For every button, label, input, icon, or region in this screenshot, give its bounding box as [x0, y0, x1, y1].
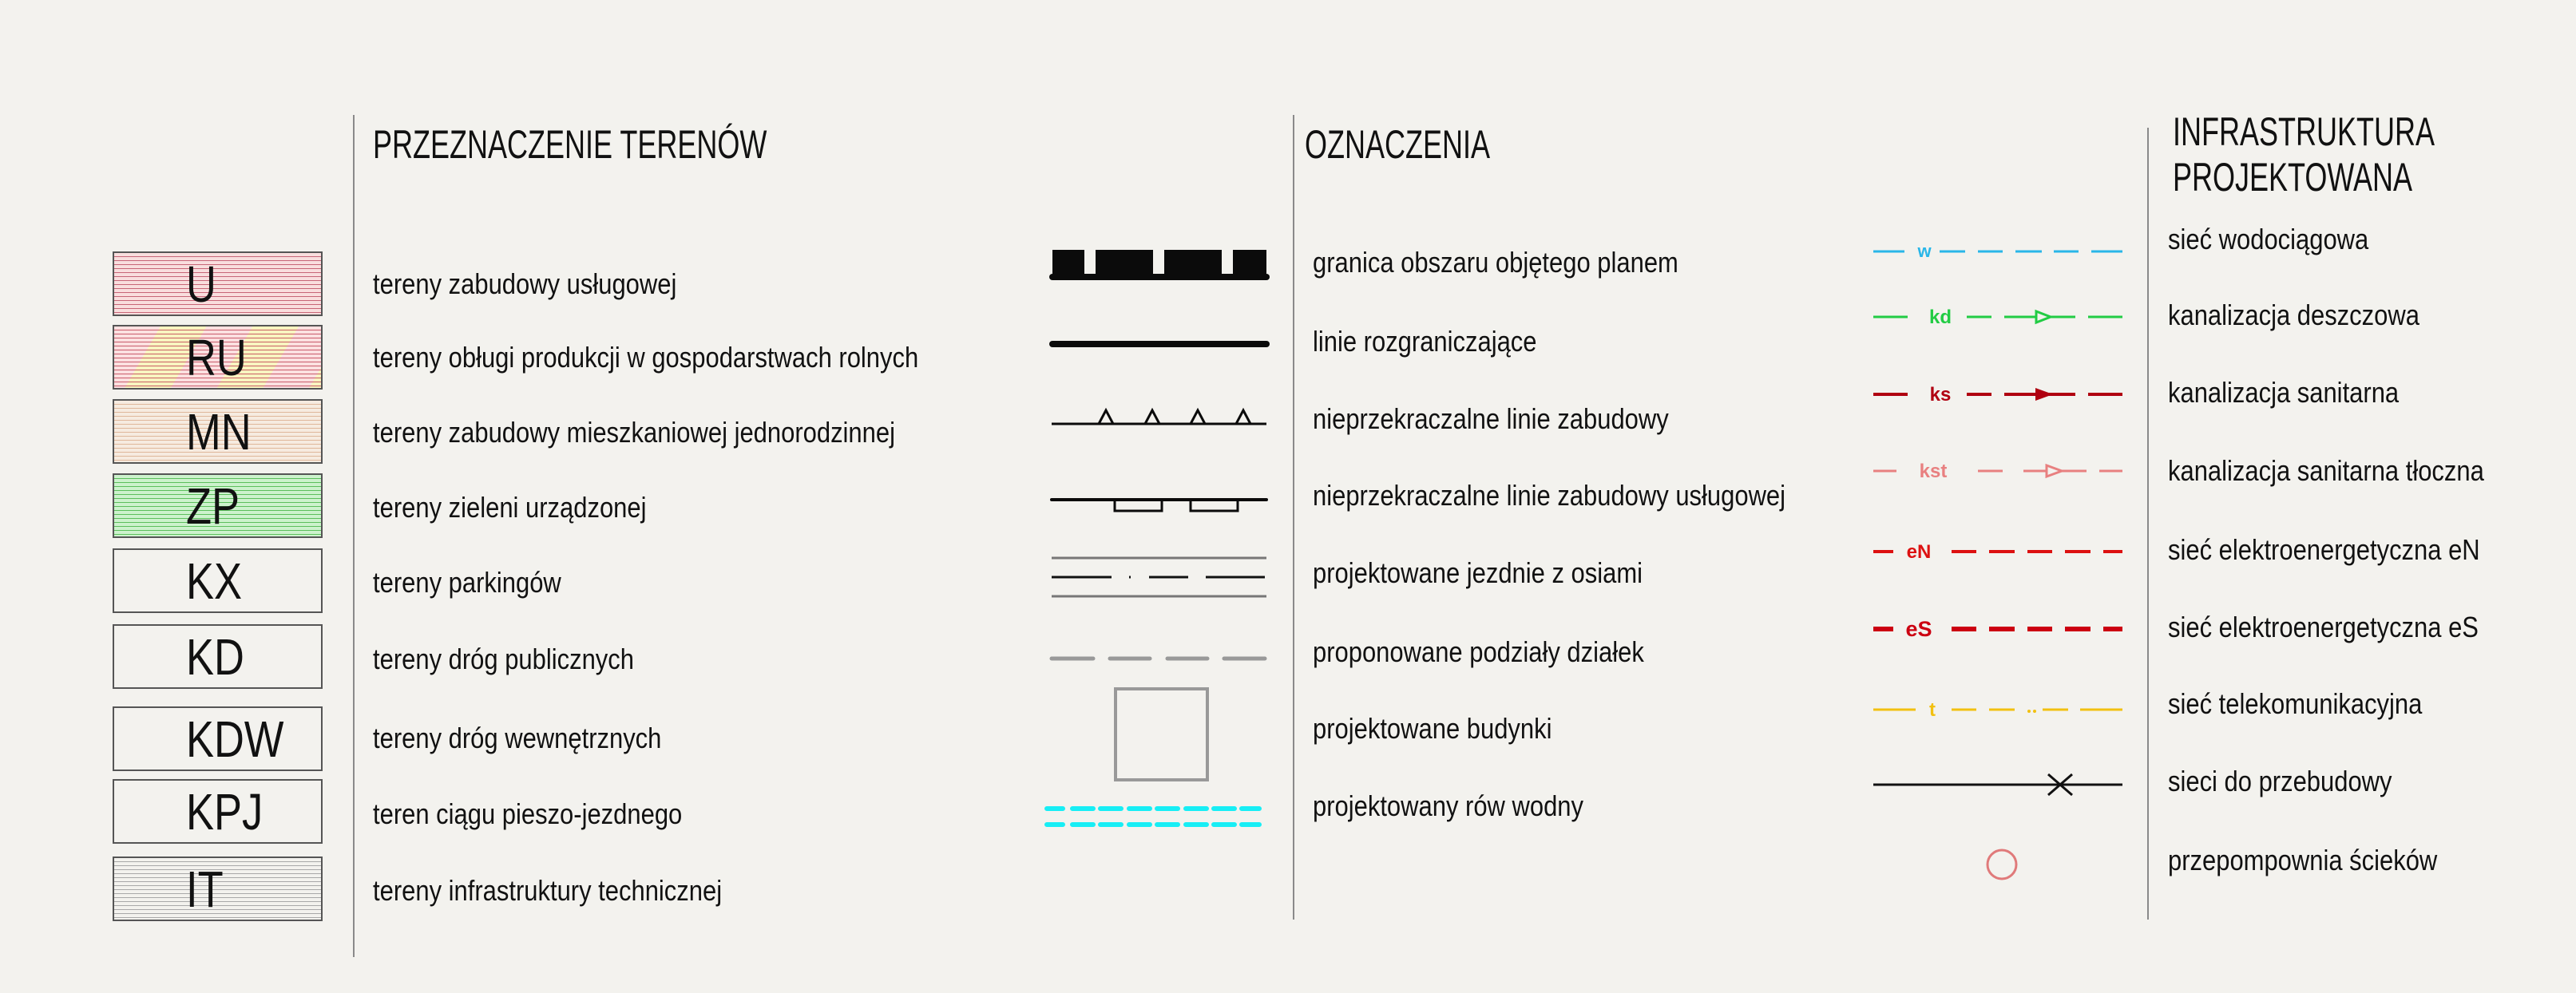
symbol-code: ks [1930, 384, 1952, 406]
markings-heading: OZNACZENIA [1305, 122, 1491, 167]
infrastructure-label: przepompownia ścieków [2168, 844, 2438, 876]
swatch-code: MN [186, 402, 252, 461]
marking-label: proponowane podziały działek [1313, 635, 1644, 668]
infrastructure-label: sieć elektroenergetyczna eN [2168, 533, 2480, 566]
plan-boundary-symbol [1049, 250, 1270, 280]
swatch-code: U [186, 255, 216, 313]
symbol-code: kst [1920, 461, 1948, 482]
service-building-line-symbol [1050, 498, 1268, 512]
swatch-code: KD [186, 627, 244, 686]
pumping-station-icon [1986, 849, 2018, 880]
marking-label: linie rozgraniczające [1313, 325, 1537, 358]
infrastructure-label: sieć telekomunikacyjna [2168, 687, 2423, 720]
land-use-label: tereny dróg wewnętrznych [373, 722, 662, 754]
marking-label: nieprzekraczalne linie zabudowy usługowe… [1313, 479, 1786, 512]
land-use-label: tereny obługi produkcji w gospodarstwach… [373, 341, 919, 374]
network-rebuild-symbol [1873, 773, 2122, 797]
infrastructure-label: sieć wodociągowa [2168, 223, 2369, 255]
divider-markings [1293, 115, 1294, 920]
infrastructure-label: kanalizacja deszczowa [2168, 299, 2419, 331]
swatch-kdw: KDW [113, 706, 323, 771]
land-use-label: tereny zabudowy mieszkaniowej jednorodzi… [373, 416, 895, 449]
infrastructure-heading-line1: INFRASTRUKTURA [2173, 109, 2435, 154]
marking-label: granica obszaru objętego planem [1313, 246, 1678, 279]
swatch-code: ZP [186, 477, 240, 535]
land-use-label: tereny zabudowy usługowej [373, 267, 677, 300]
infrastructure-label: kanalizacja sanitarna tłoczna [2168, 454, 2484, 487]
infrastructure-label: sieci do przebudowy [2168, 765, 2392, 797]
swatch-ru: RU [113, 325, 323, 390]
infrastructure-label: sieć elektroenergetyczna eS [2168, 611, 2479, 643]
swatch-u: U [113, 251, 323, 316]
roadway-with-axis-symbol [1052, 556, 1266, 598]
swatch-mn: MN [113, 399, 323, 464]
power-network-en-symbol: eN [1873, 541, 2122, 563]
sanitary-sewer-symbol: ks [1873, 384, 2122, 406]
symbol-code: w [1916, 241, 1932, 261]
land-use-label: tereny zieleni urządzonej [373, 491, 647, 524]
swatch-code: KX [186, 552, 243, 610]
water-network-symbol: w [1873, 241, 2122, 261]
symbol-code: eN [1907, 541, 1932, 563]
divider-infrastructure [2147, 128, 2149, 920]
demarcation-line-symbol [1049, 341, 1270, 347]
marking-label: projektowany rów wodny [1313, 789, 1584, 822]
swatch-kx: KX [113, 548, 323, 613]
swatch-it: IT [113, 857, 323, 921]
swatch-code: IT [186, 860, 224, 918]
swatch-zp: ZP [113, 473, 323, 538]
swatch-code: KDW [186, 710, 284, 768]
water-ditch-symbol [1044, 806, 1262, 827]
symbol-code: eS [1905, 617, 1932, 641]
plot-division-symbol [1049, 656, 1267, 661]
land-use-label: tereny dróg publicznych [373, 643, 634, 675]
swatch-code: KPJ [186, 782, 264, 841]
swatch-kpj: KPJ [113, 779, 323, 844]
marking-label: nieprzekraczalne linie zabudowy [1313, 402, 1669, 435]
symbol-code: t [1929, 699, 1936, 721]
projected-building-symbol [1114, 687, 1209, 781]
pressure-sewer-symbol: kst [1873, 461, 2122, 482]
land-use-label: tereny infrastruktury technicznej [373, 874, 723, 907]
land-use-label: tereny parkingów [373, 566, 561, 599]
marking-label: projektowane jezdnie z osiami [1313, 556, 1643, 589]
storm-sewer-symbol: kd [1873, 307, 2122, 328]
land-use-heading: PRZEZNACZENIE TERENÓW [373, 122, 767, 167]
infrastructure-label: kanalizacja sanitarna [2168, 376, 2400, 409]
marking-label: projektowane budynki [1313, 712, 1552, 745]
telecom-network-symbol: t [1873, 699, 2122, 721]
infrastructure-heading-line2: PROJEKTOWANA [2173, 155, 2413, 200]
power-network-es-symbol: eS [1873, 617, 2122, 641]
swatch-code: RU [186, 328, 247, 386]
land-use-label: teren ciągu pieszo-jezdnego [373, 797, 683, 830]
swatch-kd: KD [113, 624, 323, 689]
building-line-symbol [1052, 407, 1266, 425]
symbol-code: kd [1929, 307, 1952, 328]
divider-land-use [353, 115, 355, 957]
